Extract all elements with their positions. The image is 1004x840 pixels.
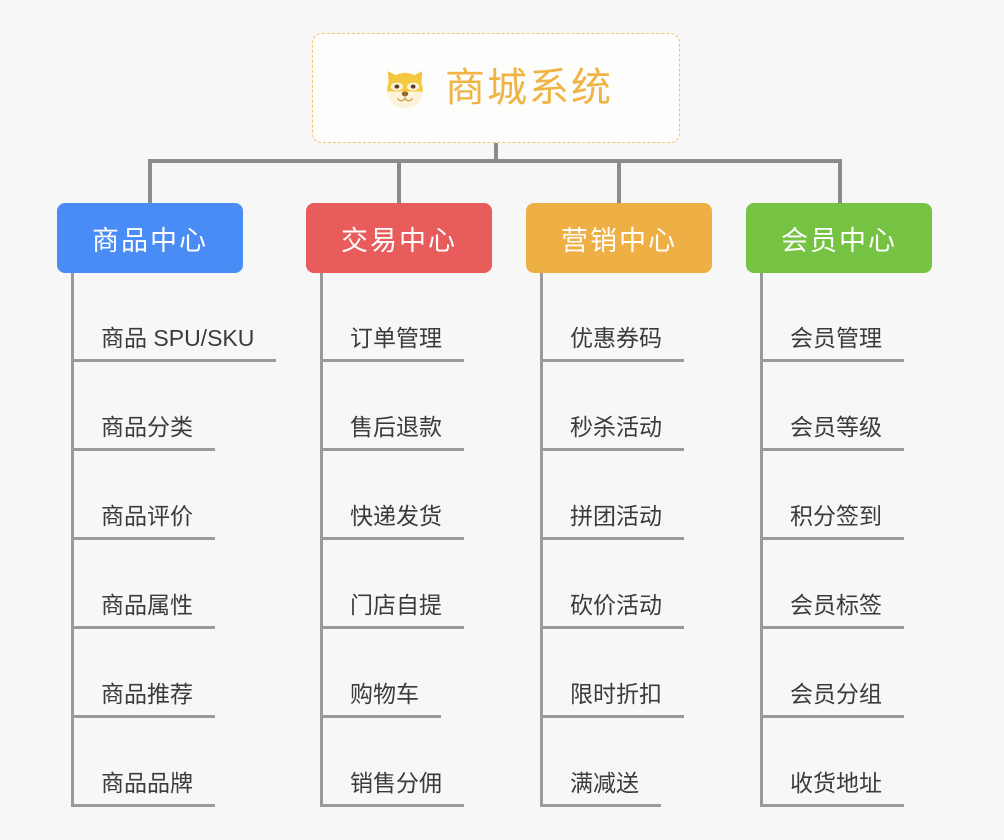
category-box-trade-center[interactable]: 交易中心	[306, 203, 492, 273]
leaf-label: 秒杀活动	[540, 416, 684, 451]
list-item[interactable]: 售后退款	[306, 362, 492, 451]
list-item[interactable]: 会员管理	[746, 273, 932, 362]
category-label-trade-center: 交易中心	[341, 225, 457, 256]
leaf-spine-marketing-center	[540, 273, 543, 807]
leaf-label: 商品品牌	[71, 772, 215, 807]
leaf-label: 拼团活动	[540, 505, 684, 540]
list-item[interactable]: 限时折扣	[526, 629, 712, 718]
list-item[interactable]: 商品属性	[57, 540, 243, 629]
leaf-label: 收货地址	[760, 772, 904, 807]
leaf-list-member-center: 会员管理 会员等级 积分签到 会员标签 会员分组 收货地址	[746, 273, 932, 807]
list-item[interactable]: 秒杀活动	[526, 362, 712, 451]
category-box-product-center[interactable]: 商品中心	[57, 203, 243, 273]
branch-column-product-center: 商品中心 商品 SPU/SKU 商品分类 商品评价 商品属性 商品推荐 商品品牌	[57, 203, 277, 807]
leaf-label: 快递发货	[320, 505, 464, 540]
list-item[interactable]: 收货地址	[746, 718, 932, 807]
list-item[interactable]: 商品评价	[57, 451, 243, 540]
list-item[interactable]: 门店自提	[306, 540, 492, 629]
leaf-label: 商品推荐	[71, 683, 215, 718]
leaf-label: 满减送	[540, 772, 661, 807]
branch-column-trade-center: 交易中心 订单管理 售后退款 快递发货 门店自提 购物车 销售分佣	[306, 203, 492, 807]
list-item[interactable]: 会员分组	[746, 629, 932, 718]
root-node[interactable]: 商城系统	[312, 33, 680, 143]
category-box-marketing-center[interactable]: 营销中心	[526, 203, 712, 273]
connector-drop-marketing-center	[617, 159, 621, 203]
list-item[interactable]: 商品 SPU/SKU	[57, 273, 277, 362]
leaf-label: 会员分组	[760, 683, 904, 718]
leaf-label: 商品 SPU/SKU	[71, 327, 277, 362]
leaf-label: 优惠券码	[540, 327, 684, 362]
leaf-label: 会员等级	[760, 416, 904, 451]
leaf-spine-product-center	[71, 273, 74, 807]
list-item[interactable]: 销售分佣	[306, 718, 492, 807]
leaf-spine-member-center	[760, 273, 763, 807]
list-item[interactable]: 优惠券码	[526, 273, 712, 362]
leaf-label: 会员标签	[760, 594, 904, 629]
connector-horizontal-bus	[148, 159, 842, 163]
list-item[interactable]: 会员标签	[746, 540, 932, 629]
root-title: 商城系统	[445, 66, 613, 110]
category-label-marketing-center: 营销中心	[561, 225, 677, 256]
list-item[interactable]: 会员等级	[746, 362, 932, 451]
list-item[interactable]: 购物车	[306, 629, 492, 718]
leaf-list-product-center: 商品 SPU/SKU 商品分类 商品评价 商品属性 商品推荐 商品品牌	[57, 273, 277, 807]
leaf-label: 订单管理	[320, 327, 464, 362]
leaf-label: 限时折扣	[540, 683, 684, 718]
category-label-product-center: 商品中心	[92, 225, 208, 256]
list-item[interactable]: 砍价活动	[526, 540, 712, 629]
category-label-member-center: 会员中心	[781, 225, 897, 256]
list-item[interactable]: 满减送	[526, 718, 712, 807]
list-item[interactable]: 积分签到	[746, 451, 932, 540]
connector-drop-product-center	[148, 159, 152, 203]
list-item[interactable]: 商品品牌	[57, 718, 243, 807]
leaf-label: 销售分佣	[320, 772, 464, 807]
leaf-label: 积分签到	[760, 505, 904, 540]
leaf-spine-trade-center	[320, 273, 323, 807]
leaf-label: 购物车	[320, 683, 441, 718]
list-item[interactable]: 商品分类	[57, 362, 243, 451]
branch-column-marketing-center: 营销中心 优惠券码 秒杀活动 拼团活动 砍价活动 限时折扣 满减送	[526, 203, 712, 807]
list-item[interactable]: 订单管理	[306, 273, 492, 362]
leaf-label: 商品分类	[71, 416, 215, 451]
leaf-label: 商品评价	[71, 505, 215, 540]
connector-drop-member-center	[838, 159, 842, 203]
connector-drop-trade-center	[397, 159, 401, 203]
leaf-list-marketing-center: 优惠券码 秒杀活动 拼团活动 砍价活动 限时折扣 满减送	[526, 273, 712, 807]
connector-root-stem	[494, 143, 498, 162]
list-item[interactable]: 商品推荐	[57, 629, 243, 718]
leaf-list-trade-center: 订单管理 售后退款 快递发货 门店自提 购物车 销售分佣	[306, 273, 492, 807]
shiba-dog-face-icon	[379, 63, 431, 115]
leaf-label: 会员管理	[760, 327, 904, 362]
leaf-label: 砍价活动	[540, 594, 684, 629]
category-box-member-center[interactable]: 会员中心	[746, 203, 932, 273]
list-item[interactable]: 拼团活动	[526, 451, 712, 540]
leaf-label: 商品属性	[71, 594, 215, 629]
branch-column-member-center: 会员中心 会员管理 会员等级 积分签到 会员标签 会员分组 收货地址	[746, 203, 932, 807]
list-item[interactable]: 快递发货	[306, 451, 492, 540]
leaf-label: 门店自提	[320, 594, 464, 629]
leaf-label: 售后退款	[320, 416, 464, 451]
